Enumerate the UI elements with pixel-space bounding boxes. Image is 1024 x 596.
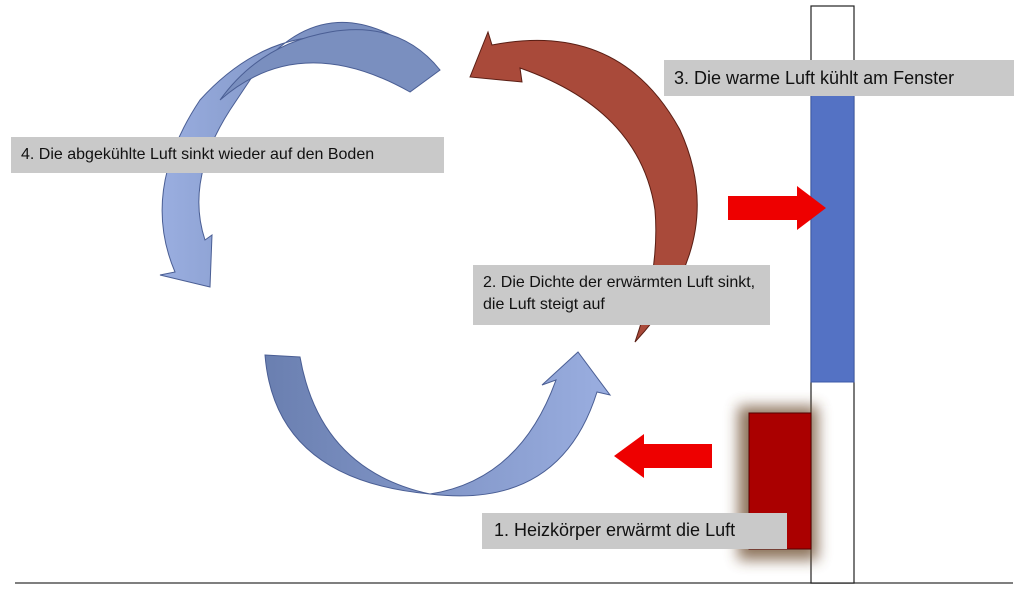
heat-to-window-arrow xyxy=(728,186,826,230)
label-step-3: 3. Die warme Luft kühlt am Fenster xyxy=(664,60,1014,96)
label-step-2: 2. Die Dichte der erwärmten Luft sinkt, … xyxy=(473,265,770,325)
label-step-1: 1. Heizkörper erwärmt die Luft xyxy=(482,513,787,549)
cool-air-bottom-arrow xyxy=(264,351,612,497)
label-step-4: 4. Die abgekühlte Luft sinkt wieder auf … xyxy=(11,137,444,173)
window-cold-zone xyxy=(810,91,855,383)
heat-from-radiator-arrow xyxy=(614,434,712,478)
